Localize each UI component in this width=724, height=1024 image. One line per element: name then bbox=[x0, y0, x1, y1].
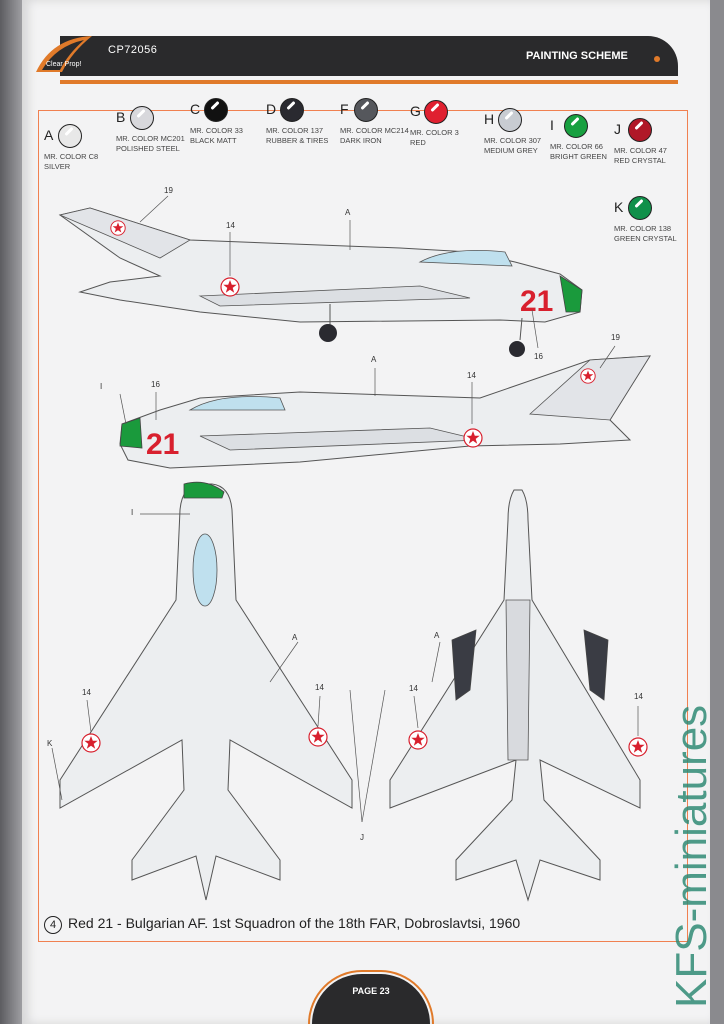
callout-14-top-left: 14 bbox=[82, 688, 91, 697]
swatch-desc: RED CRYSTAL bbox=[614, 156, 666, 165]
callout-A-side2: A bbox=[371, 355, 377, 364]
section-title: PAINTING SCHEME bbox=[526, 50, 628, 62]
swatch-letter: F bbox=[340, 101, 349, 117]
paint-icon bbox=[280, 98, 304, 122]
side-profile-left-view: 21 bbox=[58, 207, 583, 357]
swatch-code: MR. COLOR 47 bbox=[614, 146, 667, 155]
callout-A-bottom: A bbox=[434, 631, 440, 640]
callout-K-top: K bbox=[47, 739, 53, 748]
paint-icon bbox=[354, 98, 378, 122]
swatch-desc: DARK IRON bbox=[340, 136, 382, 145]
callout-I-side2: I bbox=[100, 382, 103, 391]
watermark-text: KFS-miniatures bbox=[667, 705, 716, 1008]
swatch-desc: GREEN CRYSTAL bbox=[614, 234, 677, 243]
brand-logo: Clear Prop! bbox=[36, 36, 92, 72]
scheme-index: 4 bbox=[44, 916, 62, 934]
callout-I-top: I bbox=[131, 508, 134, 517]
paint-icon bbox=[58, 124, 82, 148]
swatch-desc: POLISHED STEEL bbox=[116, 144, 180, 153]
header-bar bbox=[60, 36, 678, 84]
paint-icon bbox=[204, 98, 228, 122]
paint-icon bbox=[498, 108, 522, 132]
page-gutter-shadow bbox=[0, 0, 24, 1024]
swatch-letter: H bbox=[484, 111, 495, 127]
swatch-letter: C bbox=[190, 101, 201, 117]
callout-14-bottom-left: 14 bbox=[409, 684, 418, 693]
swatch-letter: B bbox=[116, 109, 126, 125]
top-view bbox=[59, 481, 353, 901]
scheme-caption: 4 Red 21 - Bulgarian AF. 1st Squadron of … bbox=[44, 915, 520, 934]
logo-text: Clear Prop! bbox=[46, 61, 81, 68]
callout-J: J bbox=[360, 833, 364, 842]
swatch-letter: A bbox=[44, 127, 54, 143]
swatch-code: MR. COLOR 307 bbox=[484, 136, 542, 145]
side-profile-right-view: 21 bbox=[119, 355, 651, 469]
callout-19-side2: 19 bbox=[611, 333, 620, 342]
page-footer: PAGE 23 bbox=[308, 970, 434, 1024]
side-number-2: 21 bbox=[146, 428, 179, 461]
swatch-desc: BRIGHT GREEN bbox=[550, 152, 607, 161]
swatch-letter: K bbox=[614, 199, 624, 215]
side-number-1: 21 bbox=[520, 285, 553, 318]
swatch-code: MR. COLOR 137 bbox=[266, 126, 324, 135]
swatch-desc: RUBBER & TIRES bbox=[266, 136, 329, 145]
swatch-code: MR. COLOR C8 bbox=[44, 152, 99, 161]
callout-14-side1: 14 bbox=[226, 221, 235, 230]
swatch-code: MR. COLOR 66 bbox=[550, 142, 603, 151]
swatch-code: MR. COLOR 138 bbox=[614, 224, 672, 233]
callout-19-side1: 19 bbox=[164, 186, 173, 195]
swatch-code: MR. COLOR 3 bbox=[410, 128, 459, 137]
swatch-desc: RED bbox=[410, 138, 426, 147]
callout-14-bottom-right: 14 bbox=[634, 692, 643, 701]
callout-16-side1: 16 bbox=[534, 352, 543, 361]
paint-icon bbox=[564, 114, 588, 138]
paint-icon bbox=[628, 118, 652, 142]
swatch-letter: I bbox=[550, 117, 554, 133]
header-dot bbox=[654, 56, 660, 62]
callout-A-top: A bbox=[292, 633, 298, 642]
paint-icon bbox=[130, 106, 154, 130]
swatch-desc: MEDIUM GREY bbox=[484, 146, 538, 155]
callout-leaders bbox=[51, 195, 639, 823]
callout-14-top-right: 14 bbox=[315, 683, 324, 692]
page-header: Clear Prop! CP72056 PAINTING SCHEME bbox=[30, 30, 678, 88]
swatch-letter: J bbox=[614, 121, 621, 137]
swatch-letter: D bbox=[266, 101, 277, 117]
swatch-desc: BLACK MATT bbox=[190, 136, 237, 145]
swatch-code: MR. COLOR MC201 bbox=[116, 134, 185, 143]
paint-icon bbox=[628, 196, 652, 220]
swatch-desc: SILVER bbox=[44, 162, 71, 171]
callout-16-side2: 16 bbox=[151, 380, 160, 389]
page-number: PAGE 23 bbox=[352, 986, 390, 996]
swatch-code: MR. COLOR MC214 bbox=[340, 126, 409, 135]
watermark: KFS-miniatures bbox=[667, 705, 716, 1008]
callout-14-side2: 14 bbox=[467, 371, 476, 380]
bottom-view bbox=[389, 489, 648, 902]
paint-icon bbox=[424, 100, 448, 124]
swatch-code: MR. COLOR 33 bbox=[190, 126, 243, 135]
scheme-caption-text: Red 21 - Bulgarian AF. 1st Squadron of t… bbox=[68, 915, 521, 931]
product-code: CP72056 bbox=[108, 44, 158, 56]
swatch-letter: G bbox=[410, 103, 421, 119]
callout-A-side1: A bbox=[345, 208, 351, 217]
